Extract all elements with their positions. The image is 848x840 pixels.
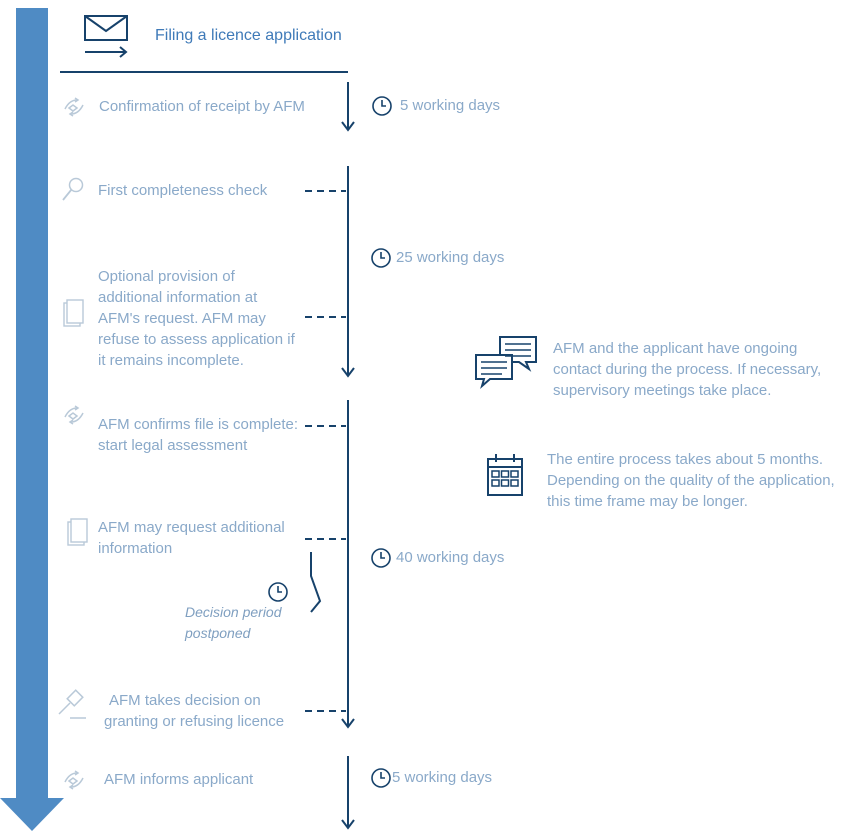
magnifier-icon	[62, 177, 84, 201]
timeline-arrow	[0, 8, 64, 831]
decision-postponed-label: Decision period postponed	[185, 604, 282, 641]
duration-completeness: 25 working days	[396, 249, 505, 266]
step-inform-applicant: AFM informs applicant	[104, 771, 254, 788]
duration-inform: 5 working days	[392, 769, 493, 786]
gavel-icon	[58, 689, 86, 719]
chat-bubbles-icon	[475, 336, 537, 389]
duration-receipt: 5 working days	[400, 97, 501, 114]
header-title: Filing a licence application	[155, 27, 342, 44]
step-decision: AFM takes decision on granting or refusi…	[104, 692, 285, 730]
documents-icon	[63, 299, 84, 327]
clock-icon	[372, 96, 392, 116]
step-completeness-check: First completeness check	[98, 182, 268, 199]
step-receipt-confirmation: Confirmation of receipt by AFM	[99, 98, 305, 115]
note-ongoing-contact: AFM and the applicant have ongoing conta…	[553, 340, 822, 399]
handshake-icon	[64, 97, 84, 117]
clock-icon	[371, 768, 391, 788]
step-additional-information: AFM may request additional information	[98, 519, 285, 557]
header-divider	[60, 71, 348, 73]
handshake-icon	[64, 405, 84, 425]
duration-legal-assessment: 40 working days	[396, 549, 505, 566]
documents-icon	[67, 518, 88, 546]
step-file-complete: AFM confirms file is complete: start leg…	[98, 416, 299, 454]
handshake-icon	[64, 770, 84, 790]
clock-icon	[268, 582, 288, 602]
clock-icon	[371, 248, 391, 268]
postpone-connector	[310, 552, 322, 613]
envelope-icon	[84, 15, 128, 58]
note-process-duration: The entire process takes about 5 months.…	[547, 451, 835, 510]
step-optional-information: Optional provision of additional informa…	[98, 268, 295, 369]
clock-icon	[371, 548, 391, 568]
calendar-icon	[487, 454, 523, 496]
